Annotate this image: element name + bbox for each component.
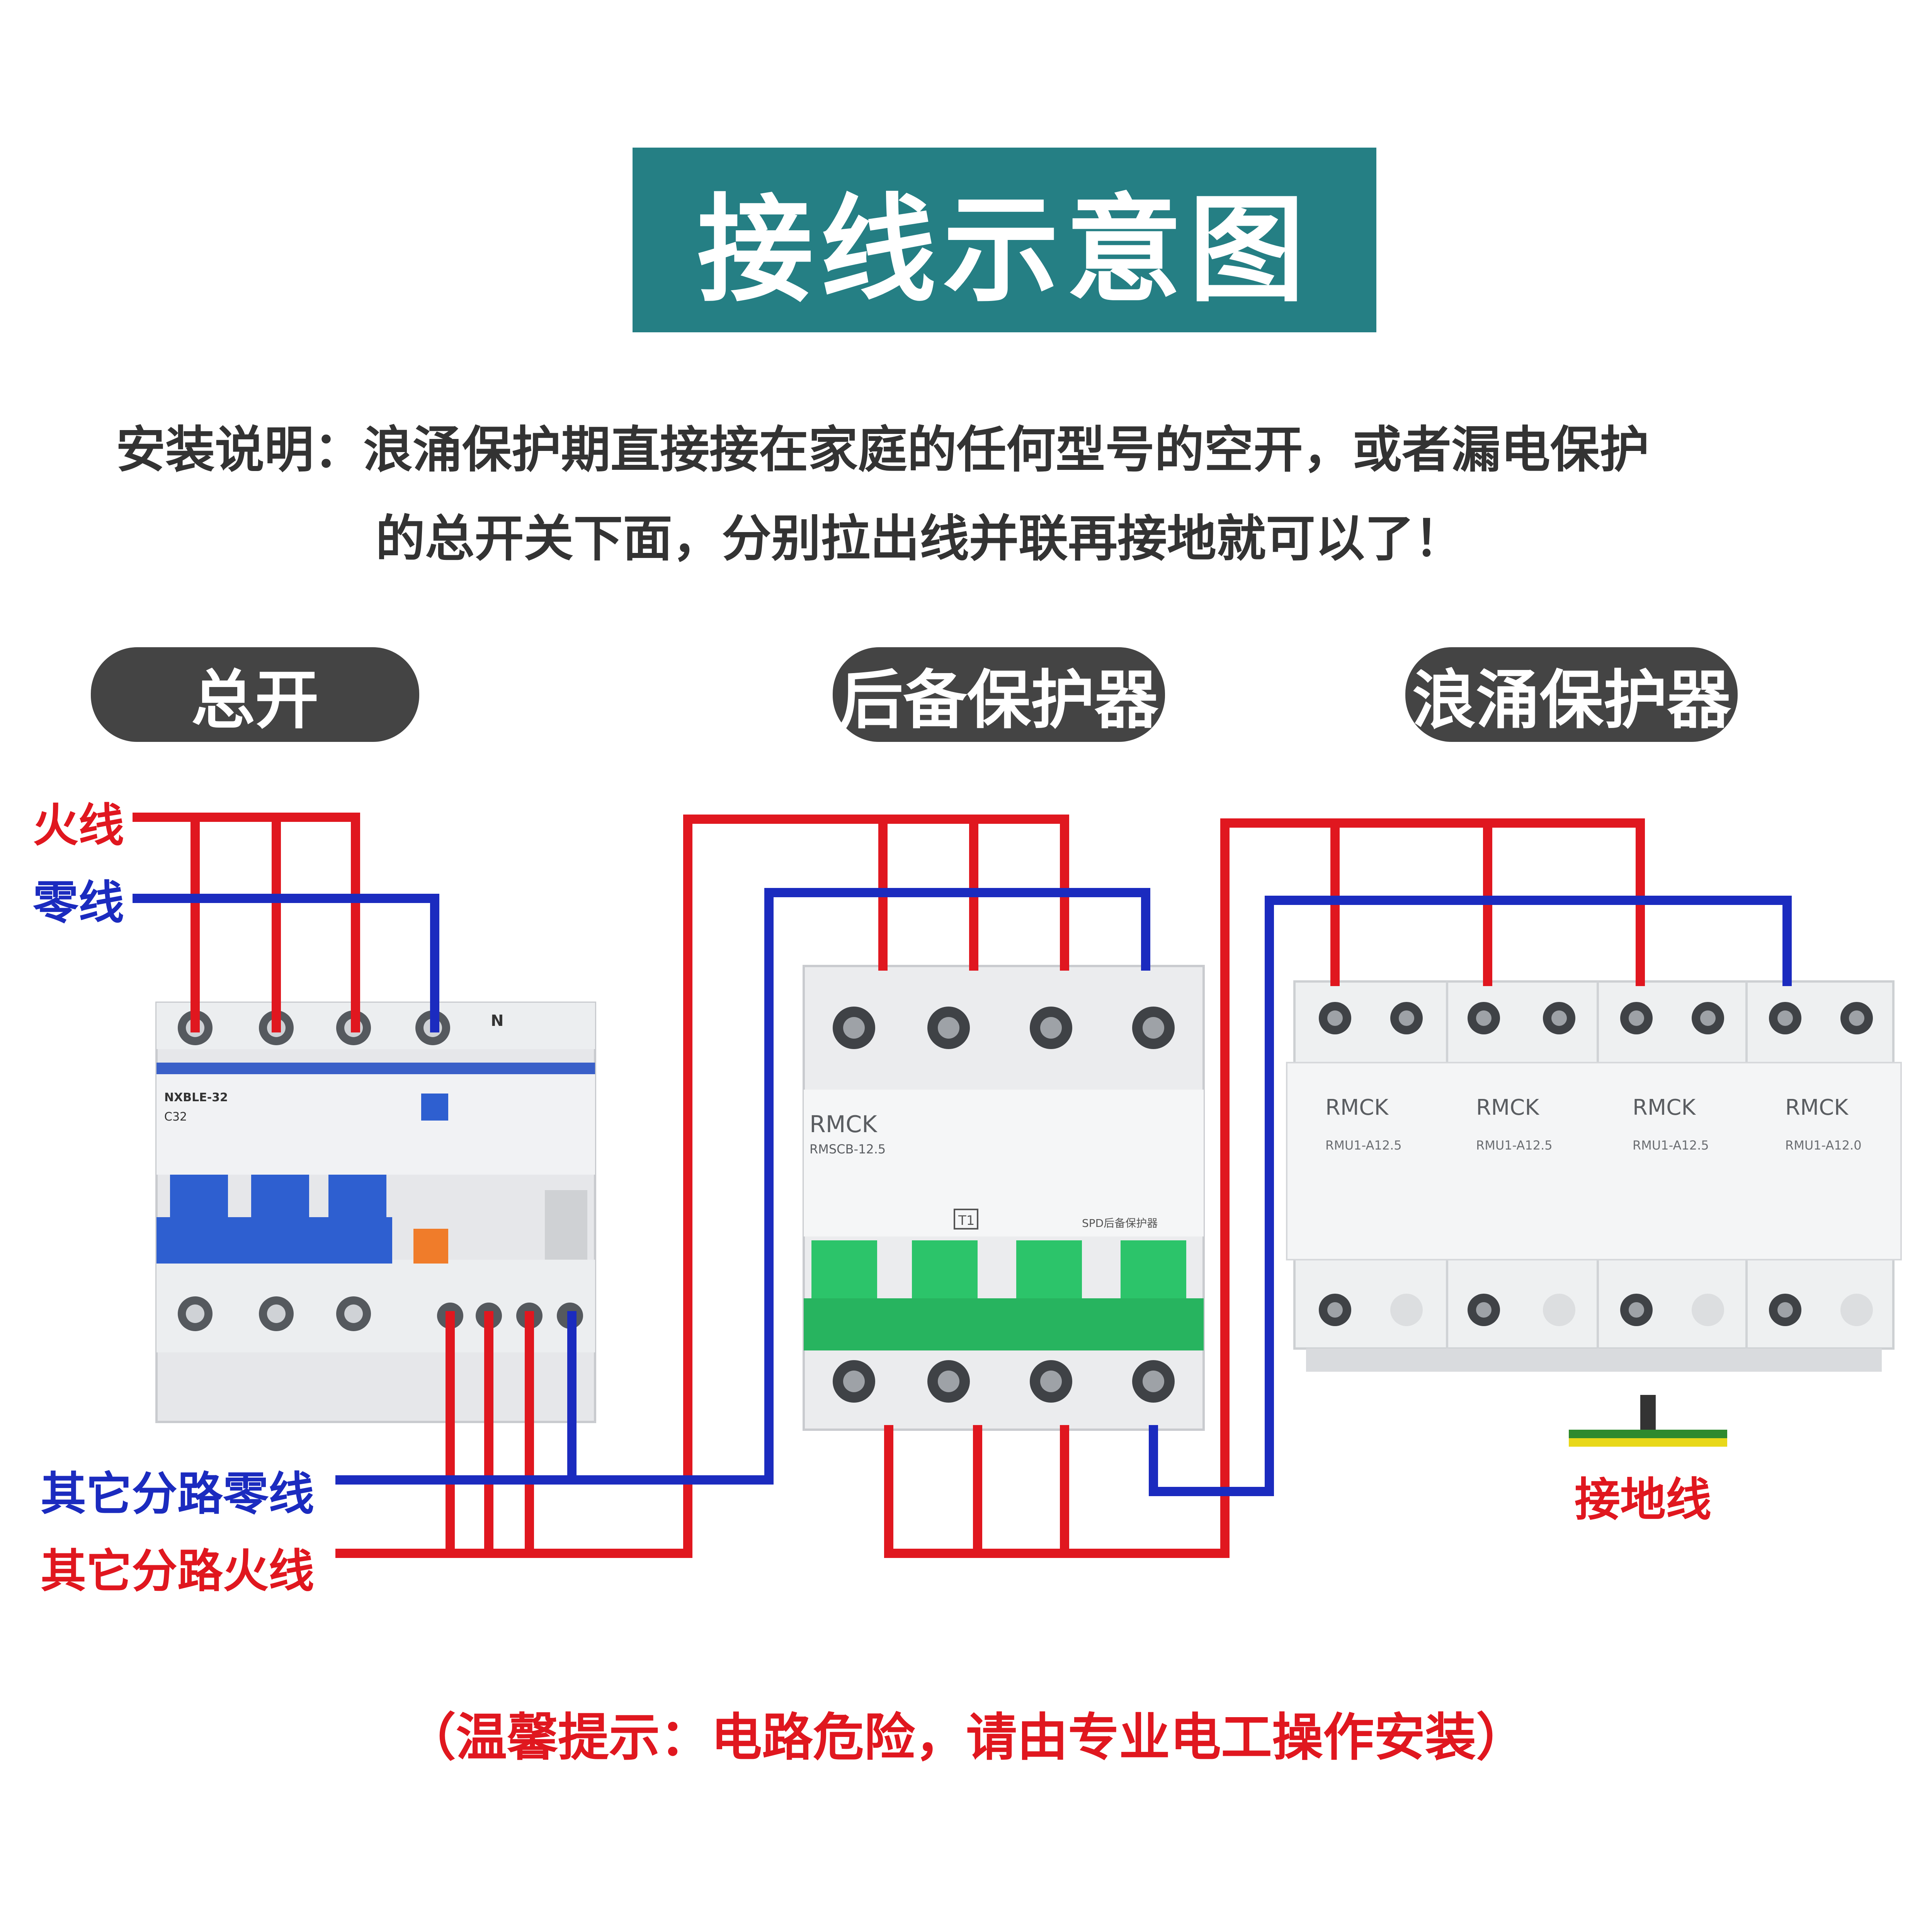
backup-bottom-terminals — [833, 1360, 1175, 1403]
surge-protector-label-text: 浪涌保护器 — [1412, 663, 1731, 737]
backup-model-text: RMSCB-12.5 — [810, 1142, 886, 1156]
surge-protector-label: 浪涌保护器 — [1405, 647, 1738, 742]
neutral-wire-label: 零线 — [33, 876, 124, 929]
backup-protector-label: 后备保护器 — [833, 647, 1165, 742]
backup-top-terminals — [833, 1007, 1175, 1049]
safety-warning: （温馨提示：电路危险，请由专业电工操作安装） — [405, 1708, 1527, 1767]
neutral-mark: N — [491, 1012, 503, 1030]
ground-wire-label: 接地线 — [1575, 1473, 1712, 1526]
main-breaker-handles — [156, 1175, 392, 1264]
spd-model-3: RMU1-A12.5 — [1633, 1138, 1709, 1153]
spd-brand-4: RMCK — [1785, 1095, 1849, 1120]
main-switch-label-text: 总开 — [191, 663, 319, 737]
main-switch-device: N NXBLE-32 C32 — [155, 1002, 596, 1423]
backup-caption: SPD后备保护器 — [1082, 1217, 1158, 1230]
spd-model-1: RMU1-A12.5 — [1325, 1138, 1402, 1153]
t1-mark: T1 — [958, 1213, 975, 1228]
live-wire-label: 火线 — [33, 799, 124, 852]
surge-protector-device: RMCK RMU1-A12.5 RMCK RMU1-A12.5 RMCK RMU… — [1286, 980, 1902, 1372]
main-bottom-terminals — [178, 1296, 583, 1331]
spd-bottom-terminals — [1319, 1294, 1873, 1326]
instructions-line-1: 安装说明：浪涌保护期直接接在家庭的任何型号的空开，或者漏电保护 — [116, 421, 1650, 479]
spd-brand-1: RMCK — [1325, 1095, 1389, 1120]
title-banner: 接线示意图 — [633, 148, 1376, 332]
page-title: 接线示意图 — [697, 183, 1312, 318]
main-model-text: NXBLE-32 — [164, 1091, 228, 1104]
branch-neutral-label: 其它分路零线 — [41, 1467, 315, 1520]
backup-breaker-handles — [804, 1240, 1204, 1350]
test-button — [413, 1229, 448, 1264]
spd-brand-3: RMCK — [1633, 1095, 1696, 1120]
backup-brand: RMCK — [810, 1111, 878, 1138]
main-rating-text: C32 — [164, 1110, 187, 1124]
ground-symbol — [1569, 1395, 1727, 1447]
neutral-wires — [133, 888, 1792, 1496]
backup-protector-label-text: 后备保护器 — [839, 663, 1158, 737]
spd-top-terminals — [1319, 1002, 1873, 1034]
branch-live-label: 其它分路火线 — [41, 1544, 315, 1598]
spd-brand-2: RMCK — [1476, 1095, 1539, 1120]
main-switch-label: 总开 — [91, 647, 419, 742]
spd-model-4: RMU1-A12.0 — [1785, 1138, 1862, 1153]
instructions-line-2: 的总开关下面，分别拉出线并联再接地就可以了！ — [376, 510, 1464, 568]
spd-model-2: RMU1-A12.5 — [1476, 1138, 1553, 1153]
backup-protector-device: RMCK RMSCB-12.5 T1 SPD后备保护器 — [803, 965, 1205, 1431]
